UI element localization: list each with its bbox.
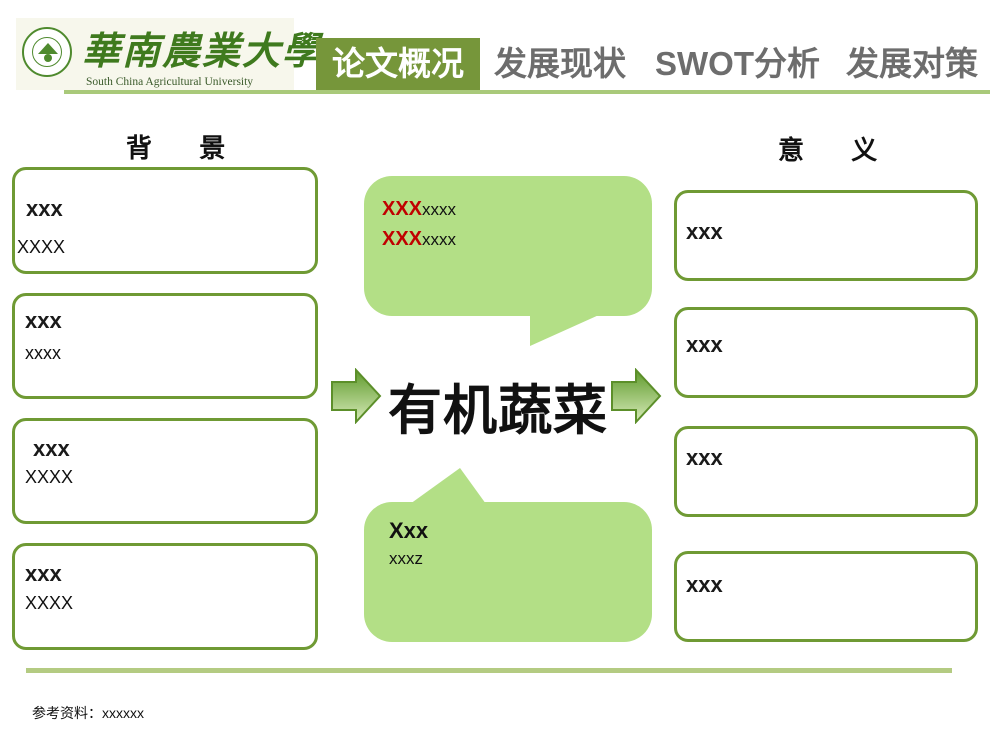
bubble-line-2: XXXxxxx <box>382 228 457 250</box>
arrow-right-icon <box>611 368 662 424</box>
significance-box-1: xxx <box>674 190 978 281</box>
bottom-bubble-tail <box>410 468 486 504</box>
box-heading: xxx <box>33 436 70 461</box>
tab-overview[interactable]: 论文概况 <box>316 38 480 90</box>
bubble-line-1: XXXxxxx <box>382 198 457 220</box>
top-speech-bubble: XXXxxxx XXXxxxx <box>364 176 652 316</box>
footer-divider <box>26 668 952 673</box>
background-box-3: xxx XXXX <box>12 418 318 524</box>
university-seal-icon <box>22 27 72 77</box>
box-heading: xxx <box>25 561 62 586</box>
bubble-text: xxxz <box>389 549 423 568</box>
tab-swot[interactable]: SWOT分析 <box>655 45 820 82</box>
significance-box-4: xxx <box>674 551 978 642</box>
significance-box-3: xxx <box>674 426 978 517</box>
box-text: XXXX <box>17 237 66 257</box>
background-box-1: xxx XXXX <box>12 167 318 274</box>
background-title: 背 景 <box>126 133 246 163</box>
box-heading: xxx <box>25 308 62 333</box>
box-heading: xxx <box>26 196 63 221</box>
tab-strategy[interactable]: 发展对策 <box>846 45 978 82</box>
bottom-speech-bubble: Xxx xxxz <box>364 502 652 642</box>
top-bubble-tail <box>530 310 610 346</box>
tab-status[interactable]: 发展现状 <box>494 45 626 82</box>
background-box-4: xxx XXXX <box>12 543 318 650</box>
topic-title: 有机蔬菜 <box>388 381 608 441</box>
arrow-right-icon <box>331 368 382 424</box>
significance-title: 意 义 <box>778 135 898 165</box>
background-box-2: xxx xxxx <box>12 293 318 399</box>
box-text: XXXX <box>25 593 74 613</box>
reference-text: 参考资料：xxxxxx <box>32 705 144 721</box>
box-heading: xxx <box>686 219 723 244</box>
logo-name-en: South China Agricultural University <box>86 76 254 88</box>
significance-box-2: xxx <box>674 307 978 398</box>
box-heading: xxx <box>686 332 723 357</box>
box-heading: xxx <box>686 572 723 597</box>
header-divider <box>64 90 990 94</box>
box-text: xxxx <box>25 343 61 363</box>
box-text: XXXX <box>25 467 74 487</box>
bubble-heading: Xxx <box>389 518 429 543</box>
logo-name-cn: 華南農業大學 <box>82 28 323 73</box>
box-heading: xxx <box>686 445 723 470</box>
